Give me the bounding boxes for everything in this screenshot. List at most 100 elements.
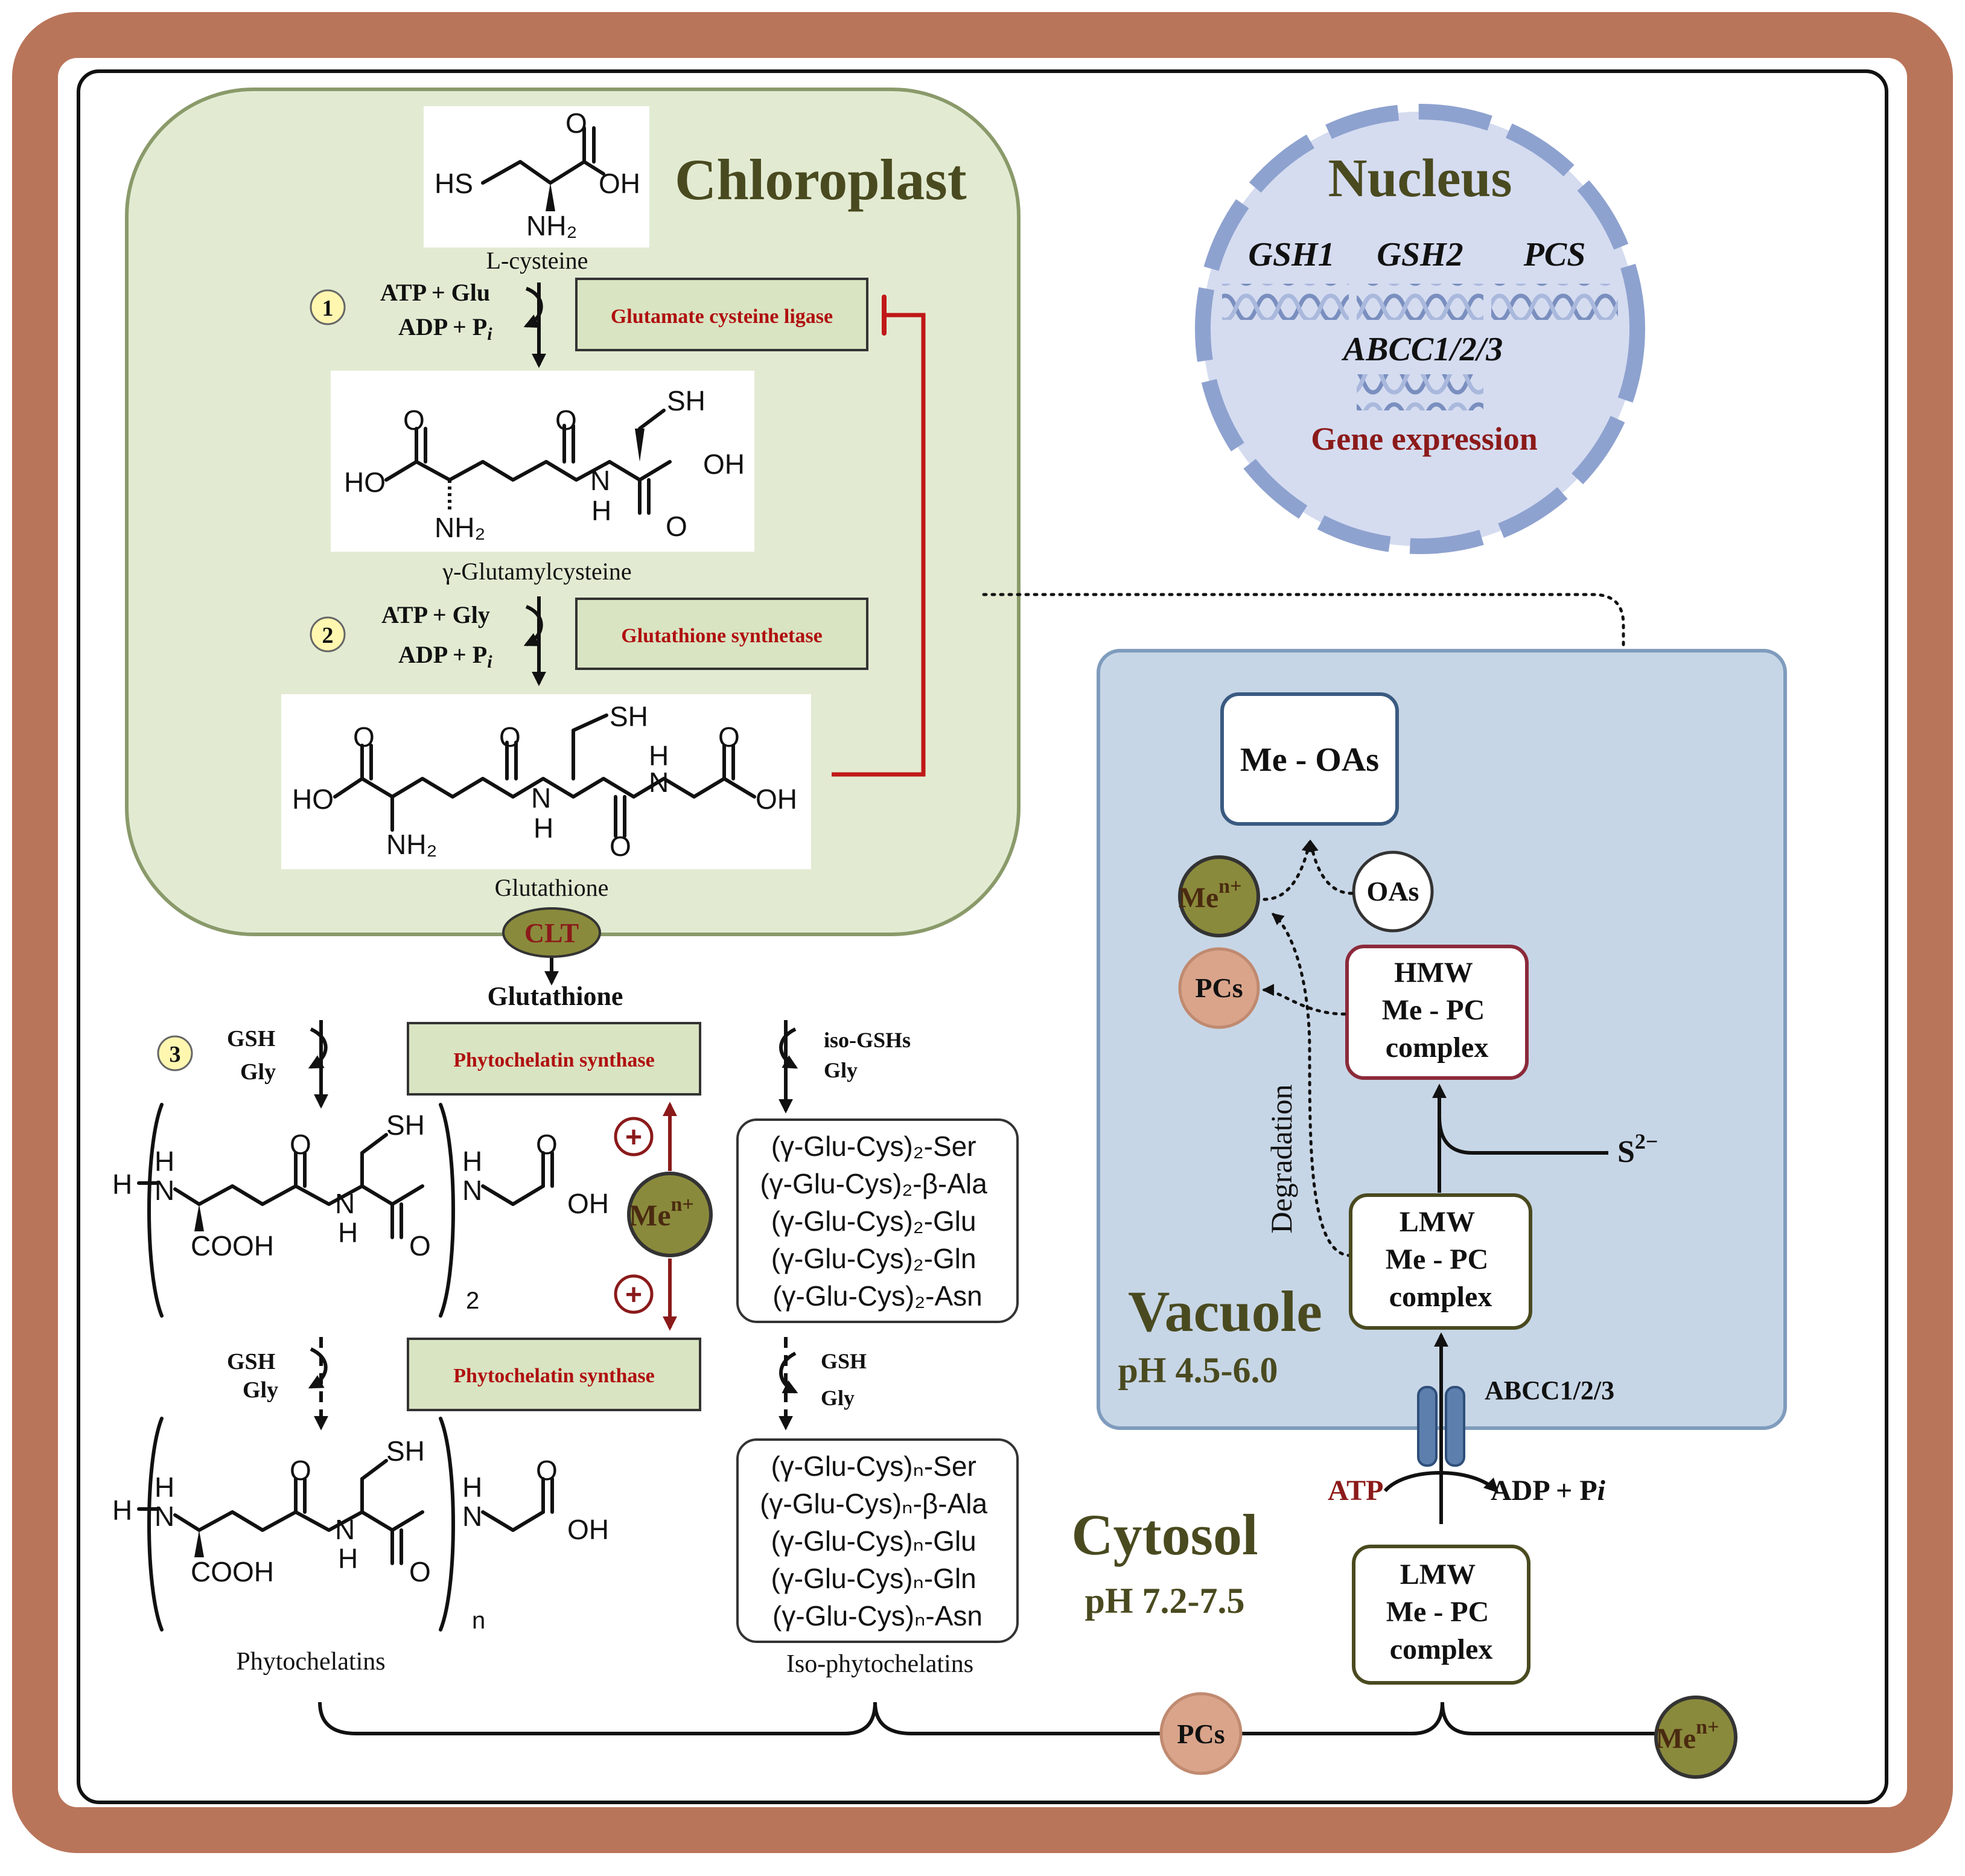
gene-gsh2: GSH2 — [1377, 236, 1463, 273]
svg-text:Glutamate cysteine ligase: Glutamate cysteine ligase — [611, 305, 833, 328]
svg-text:CLT: CLT — [524, 917, 579, 948]
svg-text:HS: HS — [435, 168, 473, 199]
svg-text:SH: SH — [386, 1435, 425, 1467]
atp-label: ATP — [1328, 1475, 1383, 1507]
svg-text:H: H — [338, 1543, 358, 1574]
svg-text:O: O — [403, 404, 425, 436]
svg-text:N: N — [649, 767, 669, 798]
svg-text:N: N — [462, 1175, 482, 1206]
phytochelatin-n-structure: H H N COOH O N H SH O H N O OH n — [112, 1417, 609, 1634]
svg-text:GSH: GSH — [821, 1349, 867, 1373]
adp-label: ADP + Pi — [1491, 1475, 1606, 1507]
svg-text:PCs: PCs — [1195, 972, 1243, 1003]
svg-text:O: O — [536, 1129, 558, 1160]
feedback-inhibition-line — [832, 313, 926, 777]
svg-text:O: O — [290, 1455, 311, 1486]
activation-plus-2 — [614, 1274, 654, 1314]
svg-text:HO: HO — [344, 467, 386, 498]
svg-text:OH: OH — [567, 1514, 609, 1545]
svg-text:OAs: OAs — [1367, 876, 1419, 907]
phytochelatin-2-structure: H H N COOH O N H SH O H N O OH 2 — [112, 1103, 609, 1318]
oas-circle — [1352, 850, 1434, 933]
glutathione-label: Glutathione — [495, 874, 609, 901]
vacuole-metal-ion — [1178, 855, 1260, 937]
gene-expression-label: Gene expression — [1311, 421, 1538, 457]
svg-text:Gly: Gly — [240, 1059, 276, 1085]
svg-text:iso-GSHs: iso-GSHs — [824, 1028, 911, 1052]
activation-plus-1 — [614, 1117, 654, 1157]
svg-text:H: H — [649, 740, 669, 771]
abcc-transporter — [1417, 1386, 1465, 1467]
svg-text:N: N — [462, 1501, 482, 1532]
svg-text:O: O — [409, 1230, 431, 1262]
svg-text:O: O — [409, 1556, 431, 1587]
svg-text:Gly: Gly — [824, 1058, 858, 1082]
svg-text:N: N — [335, 1514, 355, 1545]
svg-text:HO: HO — [292, 783, 334, 815]
svg-text:n: n — [472, 1607, 485, 1634]
vacuole-ph: pH 4.5-6.0 — [1118, 1350, 1278, 1390]
svg-text:+: + — [625, 1121, 642, 1153]
svg-text:N: N — [154, 1175, 174, 1206]
gene-pcs: PCS — [1523, 236, 1586, 273]
iso2-list: (γ-Glu-Cys)₂-Ser (γ-Glu-Cys)₂-β-Ala (γ-G… — [760, 1131, 995, 1312]
svg-text:Men+: Men+ — [1656, 1716, 1719, 1755]
bottom-bracket-left — [318, 1702, 1162, 1735]
dna-helix-3 — [1491, 284, 1618, 320]
l-cysteine-label: L-cysteine — [486, 247, 588, 274]
glutathione-structure: SH HO O O N H H N O O OH NH₂ — [281, 694, 811, 869]
svg-text:NH₂: NH₂ — [386, 829, 437, 860]
svg-text:H: H — [112, 1169, 132, 1200]
svg-text:OH: OH — [756, 783, 797, 815]
cytosol-ph: pH 7.2-7.5 — [1084, 1581, 1244, 1621]
step3-badge — [157, 1035, 193, 1071]
svg-text:O: O — [666, 511, 687, 542]
svg-text:H: H — [154, 1146, 174, 1177]
svg-text:2: 2 — [466, 1287, 479, 1314]
cytosol-metal-ion — [1654, 1696, 1737, 1779]
hmw-complex-label: HMW Me - PC complex — [1382, 957, 1492, 1064]
svg-text:COOH: COOH — [191, 1230, 274, 1262]
svg-text:O: O — [555, 404, 577, 436]
svg-text:OH: OH — [599, 168, 640, 199]
svg-text:O: O — [536, 1455, 558, 1486]
svg-text:N: N — [531, 782, 551, 814]
svg-text:H: H — [154, 1472, 174, 1503]
gene-abcc: ABCC1/2/3 — [1342, 331, 1503, 368]
outer-frame — [12, 12, 1953, 1853]
bottom-bracket-right — [1240, 1702, 1657, 1735]
svg-text:1: 1 — [322, 296, 334, 321]
nucleus-title: Nucleus — [1328, 148, 1512, 208]
svg-text:GSH: GSH — [227, 1349, 275, 1374]
svg-text:O: O — [565, 107, 587, 139]
vacuole-lmw-complex-box — [1349, 1193, 1532, 1330]
enzyme-glutamate-cysteine-ligase — [575, 278, 868, 351]
svg-text:N: N — [335, 1188, 355, 1219]
vacuole-title: Vacuole — [1128, 1279, 1322, 1344]
step2-input: ATP + Gly — [381, 601, 490, 628]
enzyme-phytochelatin-synthase-1 — [407, 1022, 701, 1096]
gamma-glutamylcysteine-label: γ-Glutamylcysteine — [442, 558, 631, 585]
iso-phytochelatins-2-box — [736, 1118, 1019, 1323]
hmw-complex-box — [1345, 945, 1529, 1080]
nucleus — [1195, 104, 1645, 554]
ison-list: (γ-Glu-Cys)ₙ-Ser (γ-Glu-Cys)ₙ-β-Ala (γ-G… — [760, 1450, 995, 1632]
svg-text:NH₂: NH₂ — [526, 210, 577, 241]
svg-text:N: N — [154, 1501, 174, 1532]
step1-badge — [310, 289, 346, 325]
metal-ion-label: Men+ — [629, 1193, 694, 1232]
svg-text:OH: OH — [703, 448, 745, 480]
svg-text:SH: SH — [386, 1109, 425, 1141]
cytosol-title: Cytosol — [1071, 1502, 1258, 1567]
clt-transporter — [502, 907, 601, 958]
vacuole-pcs-circle — [1178, 947, 1260, 1029]
svg-text:H: H — [338, 1217, 358, 1248]
svg-text:Phytochelatin synthase: Phytochelatin synthase — [453, 1365, 654, 1387]
sulfide-label: S2− — [1617, 1129, 1658, 1169]
degradation-label: Degradation — [1264, 1084, 1298, 1233]
chloroplast-title: Chloroplast — [675, 147, 967, 212]
cytosol-lmw-complex-label: LMW Me - PC complex — [1386, 1559, 1497, 1665]
svg-text:N: N — [590, 465, 610, 496]
cytosol-pcs-circle — [1159, 1692, 1243, 1775]
